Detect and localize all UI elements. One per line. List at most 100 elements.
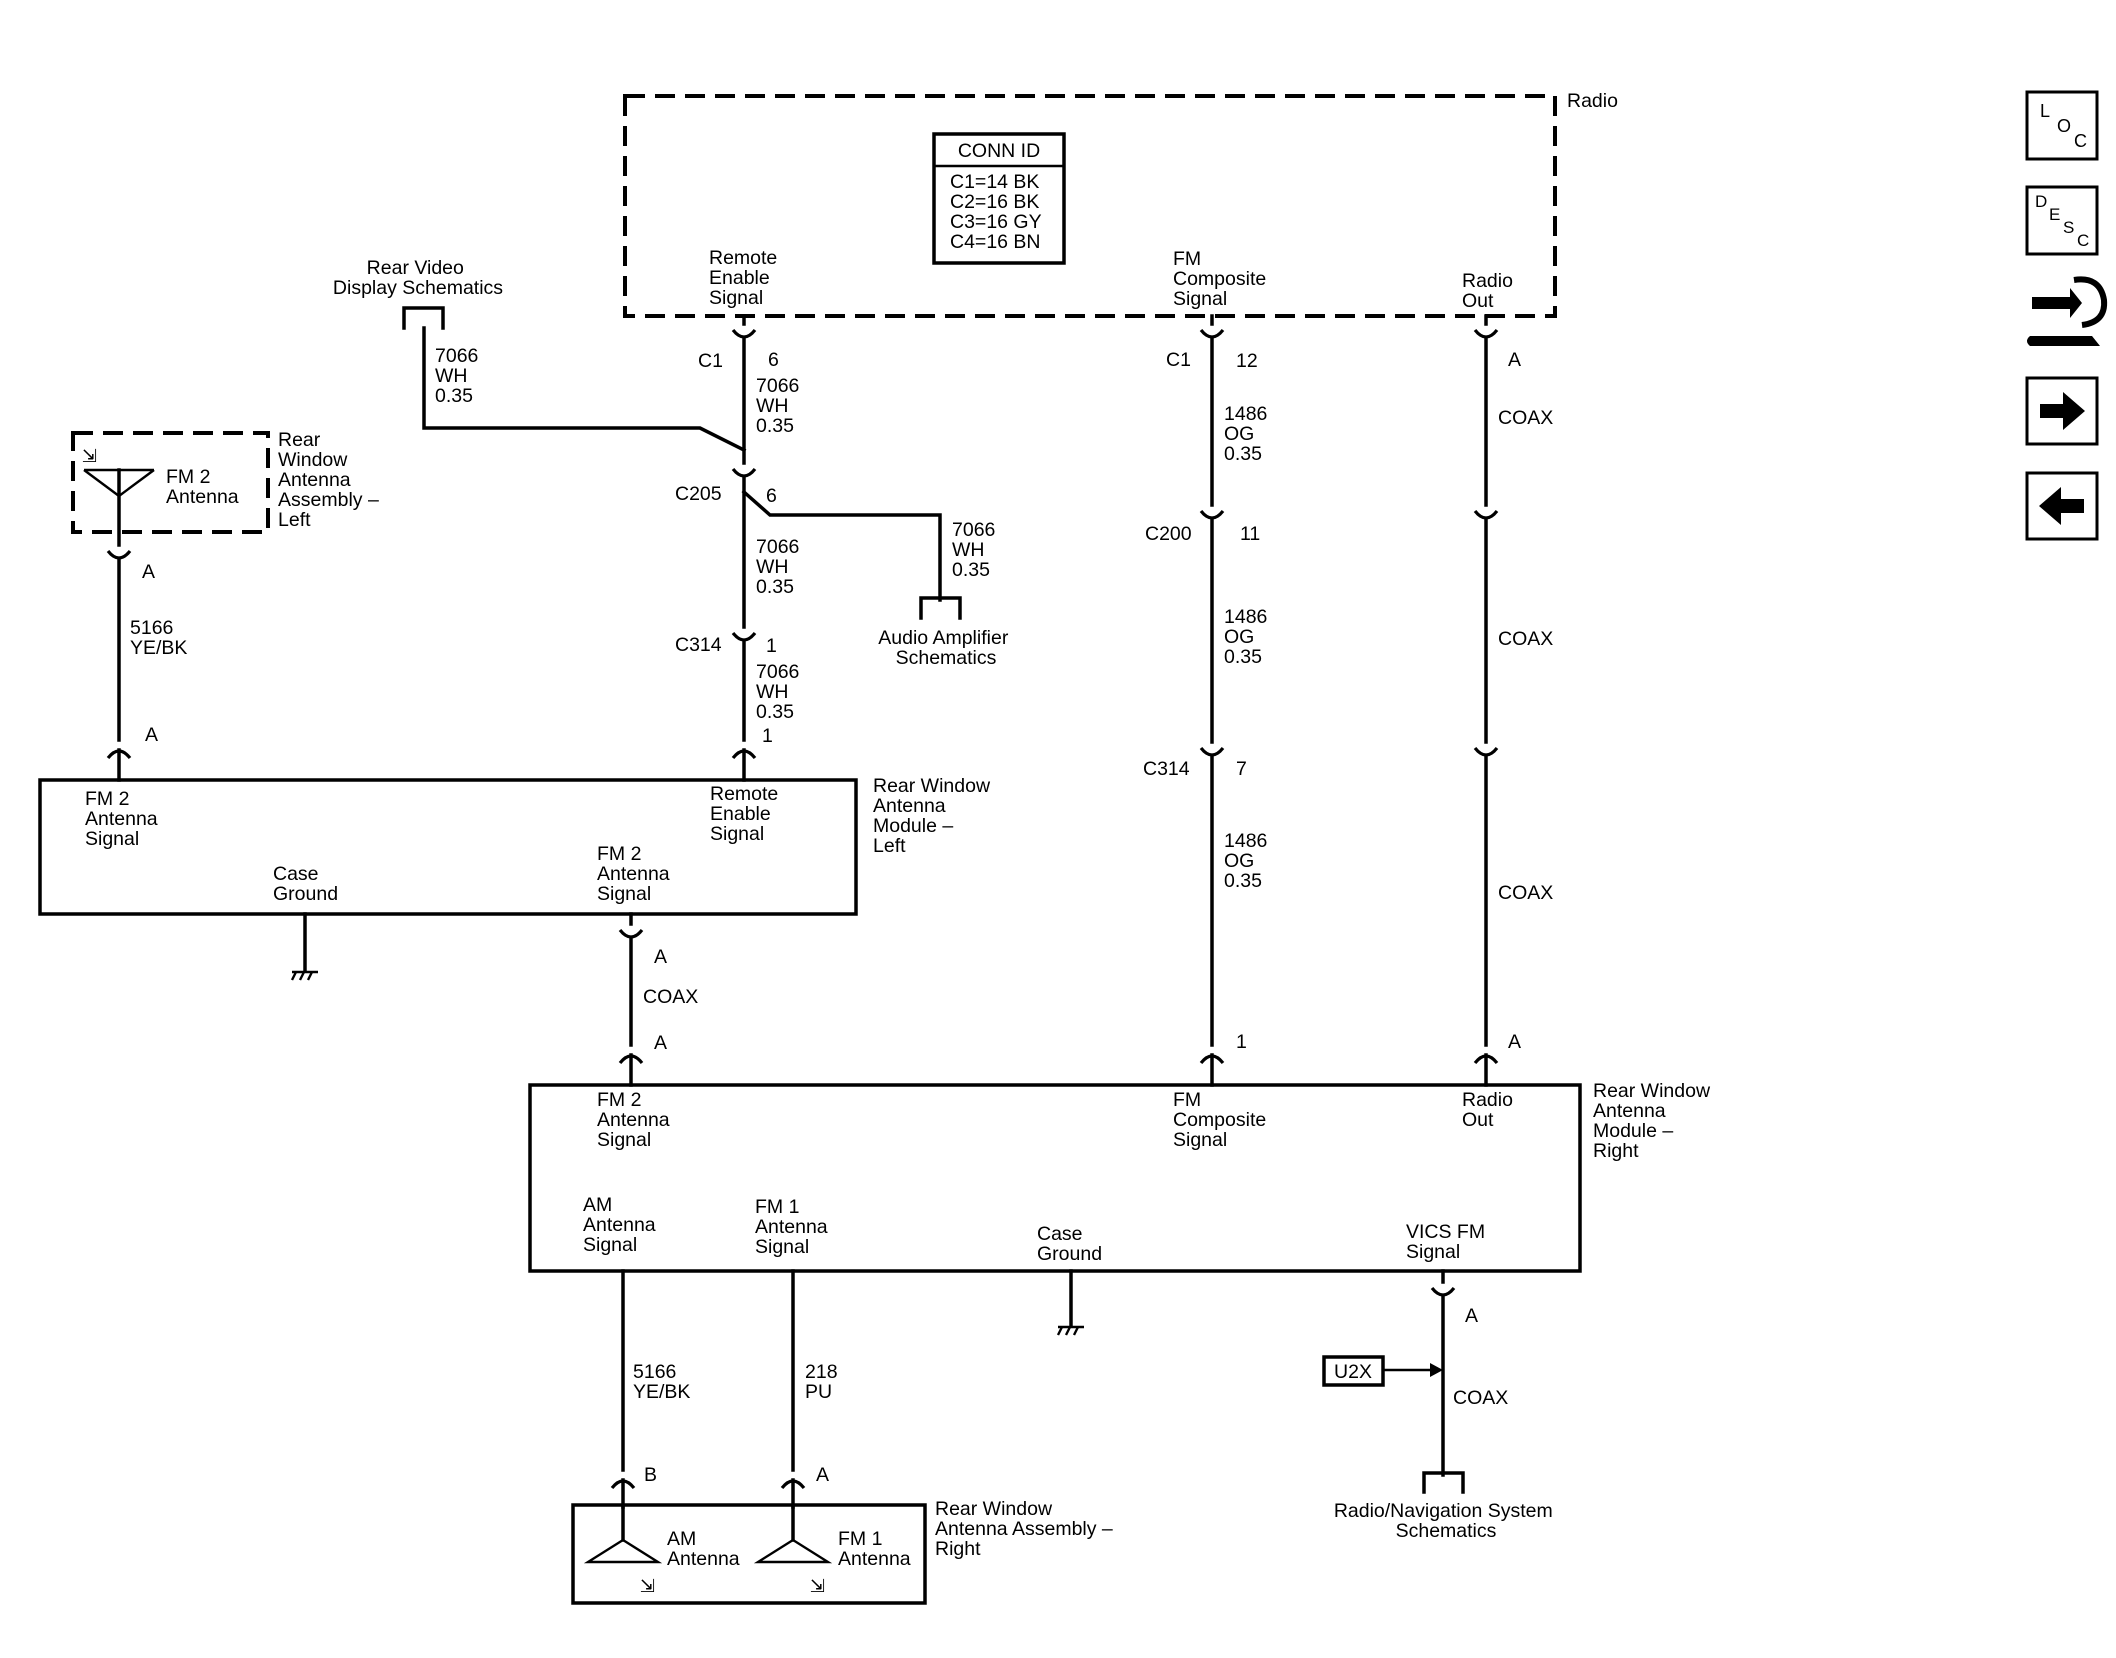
ground-symbol bbox=[290, 912, 318, 981]
antenna-module-left: FM 2 Antenna Signal Remote Enable Signal… bbox=[38, 775, 995, 916]
u2x-label: U2X bbox=[1334, 1361, 1372, 1383]
svg-text:C: C bbox=[2077, 231, 2089, 250]
pin-number: A bbox=[1508, 349, 1521, 371]
conn-id-table: CONN ID C1=14 BK C2=16 BK C3=16 GY C4=16… bbox=[932, 132, 1066, 265]
wire-label: COAX bbox=[643, 986, 698, 1008]
pin-number: A bbox=[145, 724, 158, 746]
pin-number: 11 bbox=[1240, 523, 1260, 545]
desc-icon[interactable]: D E S C bbox=[2025, 185, 2099, 256]
antenna-arrow-icon: ⇲ bbox=[810, 1576, 825, 1596]
module-pin-label: FM Composite Signal bbox=[1173, 1089, 1272, 1151]
wire-label: 7066 WH 0.35 bbox=[435, 345, 484, 407]
wire-label: COAX bbox=[1498, 407, 1553, 429]
svg-text:L: L bbox=[2040, 101, 2050, 121]
module-pin-label: FM 2 Antenna Signal bbox=[85, 788, 163, 850]
svg-text:C: C bbox=[2074, 131, 2087, 151]
wire-label: 1486 OG 0.35 bbox=[1224, 606, 1273, 668]
rear-video-reference[interactable]: Rear Video Display Schematics bbox=[333, 257, 503, 330]
assembly-title: Rear Window Antenna Assembly – Left bbox=[278, 429, 384, 531]
antenna-assembly-left: ⇲ FM 2 Antenna Rear Window Antenna Assem… bbox=[71, 429, 384, 534]
svg-text:E: E bbox=[2049, 205, 2060, 224]
radio-component: Radio CONN ID C1=14 BK C2=16 BK C3=16 GY… bbox=[623, 90, 1618, 318]
module-title: Rear Window Antenna Module – Right bbox=[1593, 1080, 1715, 1162]
module-pin-label: AM Antenna Signal bbox=[583, 1194, 661, 1256]
module-title: Rear Window Antenna Module – Left bbox=[873, 775, 995, 857]
fm2-coax-circuit bbox=[618, 912, 644, 1087]
module-pin-label: FM 2 Antenna Signal bbox=[597, 1089, 675, 1151]
wire-label: COAX bbox=[1498, 628, 1553, 650]
wire-label: 1486 OG 0.35 bbox=[1224, 403, 1273, 465]
module-pin-label: Remote Enable Signal bbox=[710, 783, 784, 845]
pin-number: 6 bbox=[766, 485, 777, 507]
connector-label: C1 bbox=[698, 350, 723, 372]
wire-label: 1486 OG 0.35 bbox=[1224, 830, 1273, 892]
conn-id-row: C2=16 BK bbox=[950, 191, 1039, 213]
ground-symbol bbox=[1056, 1269, 1084, 1336]
pin-number: A bbox=[142, 561, 155, 583]
rear-video-label: Rear Video Display Schematics bbox=[333, 257, 503, 299]
wire-label: 5166 YE/BK bbox=[130, 617, 187, 659]
pin-number: A bbox=[654, 946, 667, 968]
pin-number: 6 bbox=[768, 349, 779, 371]
pin-number: A bbox=[1465, 1305, 1478, 1327]
wire-label: 218 PU bbox=[805, 1361, 843, 1403]
antenna-arrow-icon: ⇲ bbox=[82, 446, 97, 466]
module-pin-label: FM 2 Antenna Signal bbox=[597, 843, 675, 905]
connector-label: C205 bbox=[675, 483, 722, 505]
next-arrow-icon[interactable] bbox=[2025, 376, 2099, 446]
loc-icon[interactable]: L O C bbox=[2025, 90, 2099, 161]
u2x-option-box: U2X bbox=[1322, 1355, 1385, 1387]
connector-label: C314 bbox=[675, 634, 722, 656]
conn-id-row: C3=16 GY bbox=[950, 211, 1042, 233]
wire-label: 7066 WH 0.35 bbox=[756, 375, 805, 437]
connector-label: C1 bbox=[1166, 349, 1191, 371]
conn-id-row: C4=16 BN bbox=[950, 231, 1041, 253]
audio-amplifier-reference[interactable]: Audio Amplifier Schematics bbox=[878, 596, 1014, 669]
pin-number: 12 bbox=[1236, 350, 1258, 372]
radio-nav-label: Radio/Navigation System Schematics bbox=[1334, 1500, 1558, 1542]
conn-id-header: CONN ID bbox=[958, 140, 1040, 162]
svg-text:O: O bbox=[2057, 116, 2071, 136]
audio-amp-label: Audio Amplifier Schematics bbox=[878, 627, 1014, 669]
wire-label: COAX bbox=[1453, 1387, 1508, 1409]
antenna-label: FM 1 Antenna bbox=[838, 1528, 911, 1570]
svg-text:S: S bbox=[2063, 218, 2074, 237]
previous-arrow-icon[interactable] bbox=[2025, 471, 2099, 541]
wire-label: COAX bbox=[1498, 882, 1553, 904]
antenna-label: AM Antenna bbox=[667, 1528, 740, 1570]
radio-title: Radio bbox=[1567, 90, 1618, 112]
module-pin-label: VICS FM Signal bbox=[1406, 1221, 1491, 1263]
pin-number: A bbox=[1508, 1031, 1521, 1053]
module-pin-label: Case Ground bbox=[273, 863, 338, 905]
svg-text:D: D bbox=[2035, 192, 2047, 211]
fm-composite-circuit bbox=[1199, 314, 1225, 1087]
radio-pin-label: Remote Enable Signal bbox=[709, 247, 783, 309]
connector-label: C200 bbox=[1145, 523, 1192, 545]
vics-fm-coax-circuit bbox=[1383, 1269, 1456, 1477]
antenna-assembly-right: ⇲ ⇲ AM Antenna FM 1 Antenna Rear Window … bbox=[571, 1498, 1118, 1605]
radio-out-coax-circuit bbox=[1473, 314, 1499, 1087]
wire-label: 7066 WH 0.35 bbox=[756, 536, 805, 598]
pin-number: 1 bbox=[766, 635, 777, 657]
antenna-label: FM 2 Antenna bbox=[166, 466, 239, 508]
conn-id-row: C1=14 BK bbox=[950, 171, 1039, 193]
pin-number: A bbox=[654, 1032, 667, 1054]
radio-pin-label: FM Composite Signal bbox=[1173, 248, 1272, 310]
pin-number: B bbox=[644, 1464, 657, 1486]
wire-label: 7066 WH 0.35 bbox=[952, 519, 1001, 581]
wire-label: 7066 WH 0.35 bbox=[756, 661, 805, 723]
module-pin-label: FM 1 Antenna Signal bbox=[755, 1196, 833, 1258]
wire-label: 5166 YE/BK bbox=[633, 1361, 690, 1403]
radio-pin-label: Radio Out bbox=[1462, 270, 1518, 312]
pin-number: A bbox=[816, 1464, 829, 1486]
am-fm1-circuits bbox=[610, 1269, 806, 1509]
connector-wrench-icon[interactable] bbox=[2027, 276, 2108, 346]
assembly-title: Rear Window Antenna Assembly – Right bbox=[935, 1498, 1118, 1560]
pin-number: 7 bbox=[1236, 758, 1247, 780]
antenna-arrow-icon: ⇲ bbox=[640, 1576, 655, 1596]
remote-enable-circuit bbox=[422, 314, 942, 782]
antenna-module-right: FM 2 Antenna Signal FM Composite Signal … bbox=[528, 1080, 1715, 1273]
pin-number: 1 bbox=[1236, 1031, 1247, 1053]
fm2-left-circuit bbox=[106, 468, 132, 782]
radio-nav-reference[interactable]: Radio/Navigation System Schematics bbox=[1334, 1471, 1558, 1542]
